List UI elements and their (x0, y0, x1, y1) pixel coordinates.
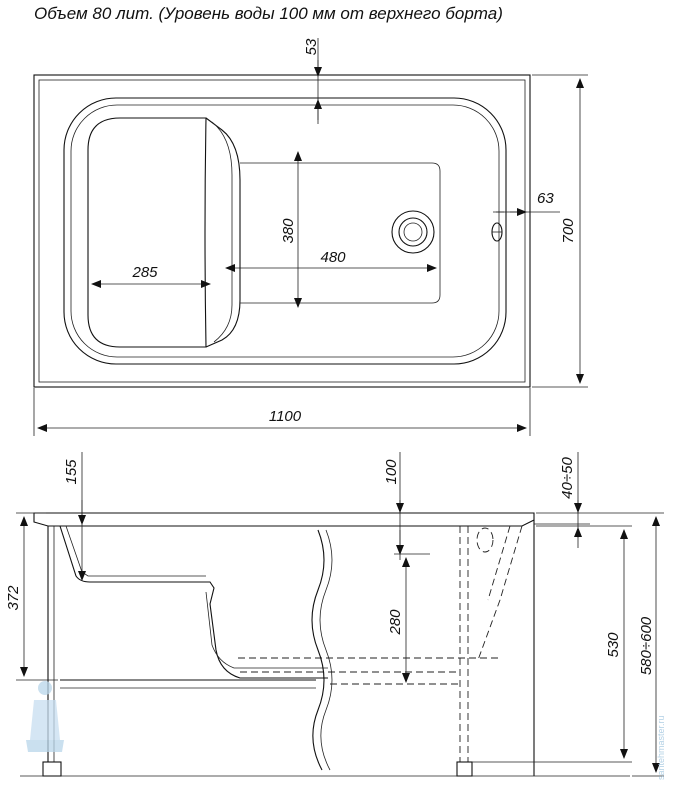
seat-step-edge (205, 117, 241, 348)
side-view: 155 100 280 40÷50 372 530 580÷600 (5, 452, 664, 777)
tub-rim-side (33, 512, 535, 527)
break-line (311, 529, 325, 771)
watermark-text: santehmaster.ru (656, 715, 666, 780)
drain-outer-ring (391, 210, 435, 254)
bath-bowl-outer (63, 97, 507, 365)
dim-total-height: 580÷600 (638, 616, 655, 675)
dim-bottom-length: 480 (320, 249, 346, 266)
drain-inner-ring (398, 217, 428, 247)
drain-hole (403, 222, 423, 242)
dim-seat-depth: 285 (131, 264, 158, 281)
dim-bottom-depth: 280 (387, 609, 404, 636)
dim-leg-adjust: 40÷50 (559, 457, 576, 499)
dim-drain-offset: 63 (537, 190, 554, 207)
right-leg-foot (456, 761, 473, 777)
bath-bottom-area (240, 162, 441, 304)
dim-width: 700 (560, 218, 577, 244)
watermark: santehmaster.ru (26, 681, 666, 780)
tub-rim-inner (38, 79, 526, 383)
dim-length: 1100 (269, 408, 302, 425)
dim-water-level: 100 (383, 459, 400, 485)
dim-seat-height: 372 (5, 585, 22, 611)
diagram-title: Объем 80 лит. (Уровень воды 100 мм от ве… (34, 4, 503, 23)
dim-rim-top: 53 (303, 38, 320, 55)
seat-surface (87, 117, 207, 348)
left-leg-foot (42, 761, 62, 777)
plumber-logo-icon (38, 681, 52, 695)
top-view: 53 63 700 380 480 285 1100 (33, 38, 588, 436)
dim-seat-rim: 155 (63, 459, 80, 485)
dim-depth: 530 (605, 632, 622, 658)
seat-profile (59, 525, 328, 679)
bath-bowl-inner (70, 104, 500, 358)
right-wall-dashed (477, 525, 523, 661)
tub-outline-top (33, 74, 531, 388)
seat-step-edge-inner (211, 121, 233, 343)
dim-bottom-width: 380 (280, 218, 297, 244)
